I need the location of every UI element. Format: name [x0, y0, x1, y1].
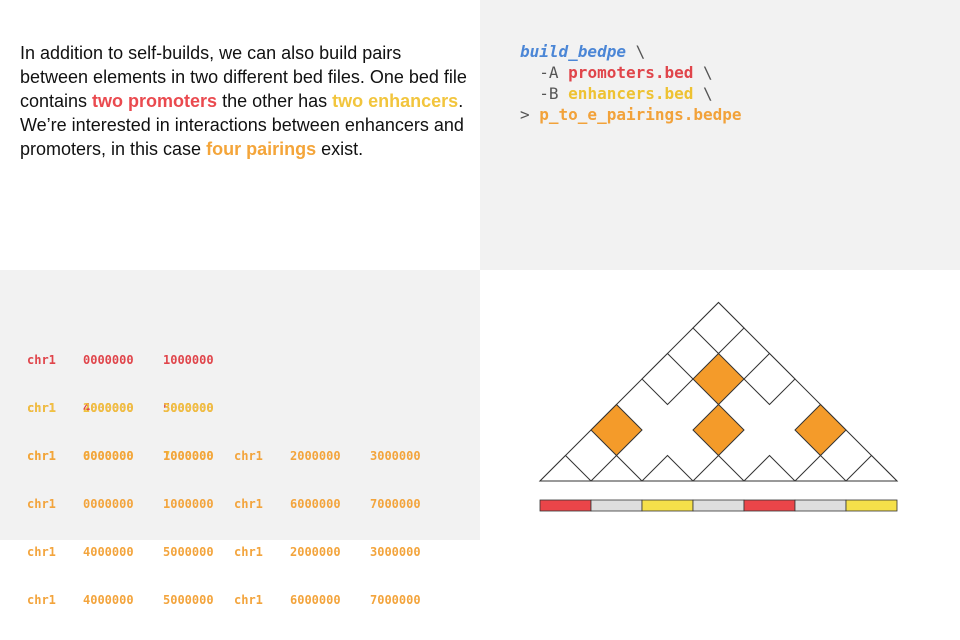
cell: 0000000 [83, 497, 134, 511]
cell: 6000000 [290, 497, 341, 511]
cell: 2000000 [290, 545, 341, 559]
cell: 5000000 [163, 593, 214, 607]
pairing-diamond [692, 352, 745, 406]
empty-diamond [641, 352, 694, 406]
cell: chr1 [27, 401, 56, 415]
desc-part2: the other has [217, 91, 333, 111]
pairing-diamond [590, 403, 643, 457]
cell: 7000000 [370, 593, 421, 607]
desc-part3: . We’re interested in interactions betwe… [20, 91, 464, 159]
enhancer-bin [641, 499, 694, 512]
empty-diamond [743, 352, 796, 406]
desc-part4: exist. [316, 139, 364, 159]
promoter-bin [743, 499, 796, 512]
command-function: build_bedpe [520, 42, 626, 61]
empty-bin [794, 499, 847, 512]
cell: chr1 [234, 545, 263, 559]
empty-bin [590, 499, 643, 512]
pairing-diamond [692, 403, 745, 457]
cell: chr1 [27, 449, 56, 463]
table-row: chr1 4000000 5000000 [27, 400, 214, 416]
promoters-table: chr1 0000000 1000000 chr1 4000000 5000000 [27, 320, 214, 448]
line-continuation: \ [625, 42, 646, 61]
cell: 4000000 [83, 593, 134, 607]
cell: 3000000 [370, 545, 421, 559]
output-file: p_to_e_pairings.bedpe [539, 105, 742, 124]
table-row: chr1 4000000 5000000 chr1 2000000 3000000 [27, 544, 421, 560]
cell: chr1 [27, 449, 56, 463]
diagonal-triangle [538, 454, 593, 482]
cell: chr1 [27, 593, 56, 607]
line-continuation: \ [693, 84, 713, 103]
diagonal-triangle [640, 454, 695, 482]
cell: 1000000 [163, 353, 214, 367]
redirect: > [520, 105, 540, 124]
cell: chr1 [234, 449, 263, 463]
table-row: chr1 0000000 1000000 chr1 6000000 7000000 [27, 496, 421, 512]
cell: chr1 [234, 593, 263, 607]
cell: chr1 [27, 545, 56, 559]
cell: chr1 [27, 401, 56, 415]
line-continuation: \ [693, 63, 713, 82]
cell: 4000000 [83, 545, 134, 559]
pairings-table: chr1 0000000 1000000 chr1 2000000 3000000 chr… [27, 416, 421, 640]
cell: 1000000 [163, 497, 214, 511]
cell: 5000000 [163, 401, 214, 415]
cell: 3000000 [163, 401, 214, 415]
cell: 1000000 [163, 449, 214, 463]
description-text: In addition to self-builds, we can also … [20, 41, 470, 161]
table-row: chr1 0000000 1000000 chr1 2000000 3000000 [27, 448, 421, 464]
cell: 6000000 [83, 449, 134, 463]
enhancers-table: chr1 2000000 3000000 chr1 6000000 7000000 [27, 368, 214, 496]
pairing-diamond [794, 403, 847, 457]
table-row: chr1 6000000 7000000 [27, 448, 214, 464]
bed-files-panel: chr1 0000000 1000000 chr1 4000000 5000000 ch… [0, 270, 480, 607]
command-panel: build_bedpe \ -A promoters.bed \ -B enha… [480, 0, 960, 270]
flag-b: -B [520, 84, 569, 103]
cell: 2000000 [290, 449, 341, 463]
cell: 3000000 [370, 449, 421, 463]
diagonal-triangle [742, 454, 797, 482]
file-b: enhancers.bed [568, 84, 694, 103]
pairings-highlight: four pairings [206, 139, 317, 159]
diagonal-triangle [589, 454, 644, 482]
enhancer-bin [845, 499, 898, 512]
cell: chr1 [27, 353, 56, 367]
cell: 7000000 [163, 449, 214, 463]
diagonal-triangle [844, 454, 899, 482]
cell: 2000000 [83, 401, 134, 415]
diagonal-triangle [691, 454, 746, 482]
contact-triangle-diagram [538, 301, 899, 512]
table-row: chr1 0000000 1000000 [27, 352, 214, 368]
file-a: promoters.bed [568, 63, 694, 82]
promoters-highlight: two promoters [92, 91, 218, 111]
cell: 4000000 [83, 401, 134, 415]
contact-matrix-panel [480, 270, 960, 540]
cell: 7000000 [370, 497, 421, 511]
empty-bin [692, 499, 745, 512]
enhancers-highlight: two enhancers [332, 91, 459, 111]
cell: chr1 [27, 497, 56, 511]
description-panel: In addition to self-builds, we can also … [0, 0, 480, 270]
flag-a: -A [520, 63, 569, 82]
cell: 5000000 [163, 545, 214, 559]
cell: 0000000 [83, 449, 134, 463]
table-row: chr1 2000000 3000000 [27, 400, 214, 416]
promoter-bin [539, 499, 592, 512]
command-block: build_bedpe \ -A promoters.bed \ -B enha… [520, 41, 742, 125]
diagonal-triangle [793, 454, 848, 482]
cell: chr1 [234, 497, 263, 511]
cell: 0000000 [83, 353, 134, 367]
cell: 6000000 [290, 593, 341, 607]
desc-part1: In addition to self-builds, we can also … [20, 43, 467, 111]
table-row: chr1 4000000 5000000 chr1 6000000 7000000 [27, 592, 421, 608]
